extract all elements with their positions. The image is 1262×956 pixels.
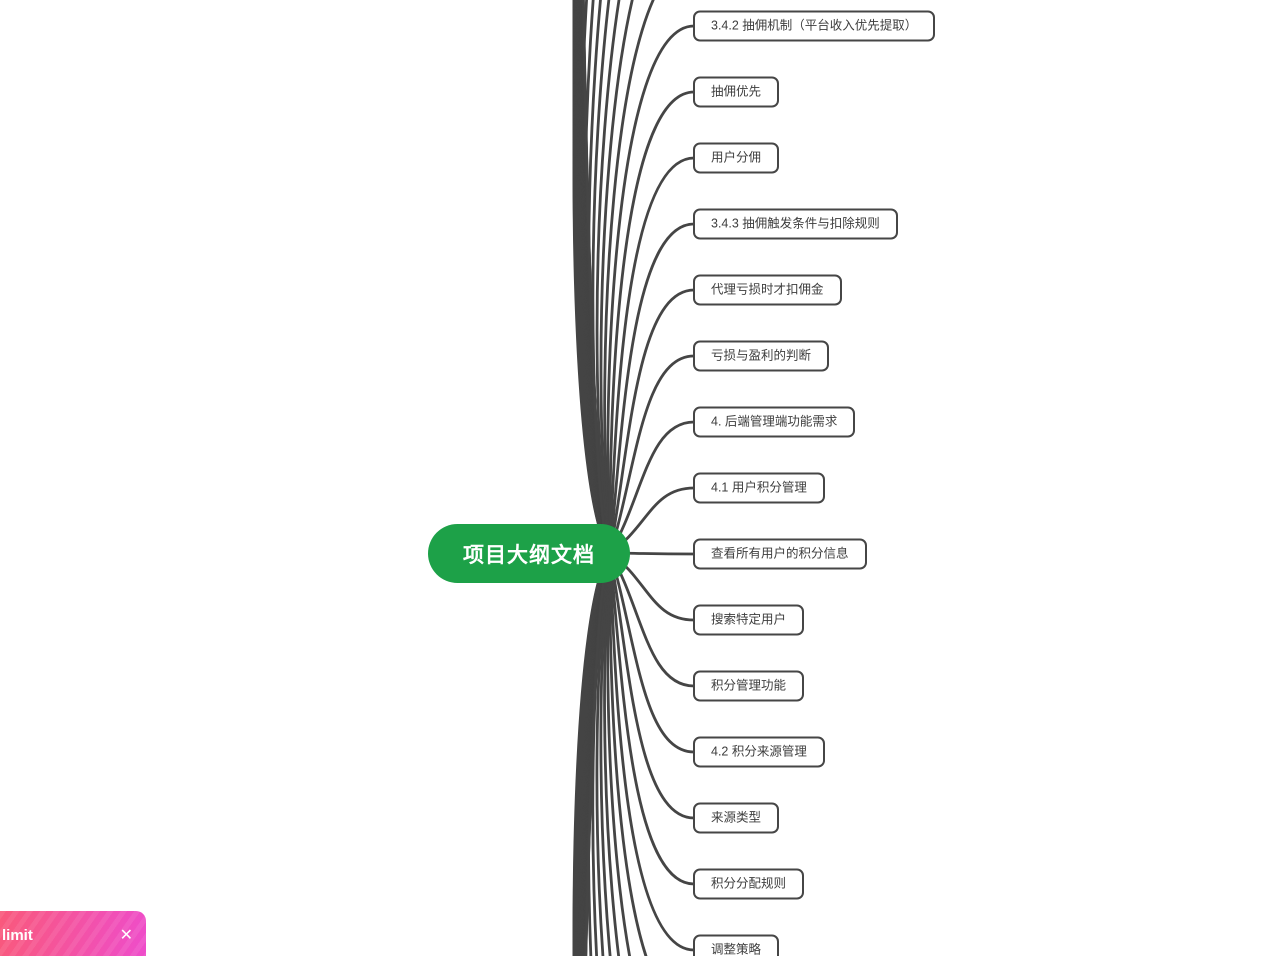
mindmap-node[interactable]: 查看所有用户的积分信息 [693, 538, 867, 570]
root-node-label: 项目大纲文档 [463, 543, 595, 567]
mindmap-node[interactable]: 抽佣优先 [693, 76, 780, 108]
node-label: 亏损与盈利的判断 [711, 348, 812, 363]
node-label: 查看所有用户的积分信息 [711, 546, 849, 561]
node-label: 搜索特定用户 [711, 612, 787, 627]
node-label: 积分分配规则 [711, 876, 787, 891]
node-label: 抽佣优先 [711, 84, 762, 99]
node-label: 积分管理功能 [711, 678, 787, 693]
node-label: 3.4.2 抽佣机制（平台收入优先提取） [711, 18, 918, 33]
mindmap-node[interactable]: 用户分佣 [693, 142, 780, 174]
node-label: 代理亏损时才扣佣金 [711, 282, 824, 297]
toast-banner: limit ✕ [0, 911, 146, 956]
node-label: 4. 后端管理端功能需求 [711, 414, 838, 429]
mindmap-node[interactable]: 积分分配规则 [693, 868, 805, 900]
node-label: 3.4.3 抽佣触发条件与扣除规则 [711, 216, 880, 231]
node-label: 调整策略 [711, 942, 762, 956]
mindmap-node[interactable]: 来源类型 [693, 802, 780, 834]
root-node[interactable]: 项目大纲文档 [428, 524, 630, 583]
mindmap-node[interactable]: 亏损与盈利的判断 [693, 340, 830, 372]
mindmap-node[interactable]: 3.4.3 抽佣触发条件与扣除规则 [693, 208, 898, 240]
node-label: 4.2 积分来源管理 [711, 744, 807, 759]
mindmap-node[interactable]: 搜索特定用户 [693, 604, 805, 636]
mindmap-node[interactable]: 积分管理功能 [693, 670, 805, 702]
mindmap-node[interactable]: 调整策略 [693, 934, 780, 956]
mindmap-node[interactable]: 4.2 积分来源管理 [693, 736, 825, 768]
close-icon[interactable]: ✕ [119, 927, 133, 944]
node-label: 来源类型 [711, 810, 762, 825]
mindmap-node[interactable]: 3.4.2 抽佣机制（平台收入优先提取） [693, 10, 936, 42]
mindmap-node[interactable]: 4. 后端管理端功能需求 [693, 406, 856, 438]
node-label: 4.1 用户积分管理 [711, 480, 807, 495]
node-label: 用户分佣 [711, 150, 762, 165]
mindmap-node[interactable]: 4.1 用户积分管理 [693, 472, 825, 504]
toast-message: limit [2, 927, 33, 944]
mindmap-node[interactable]: 代理亏损时才扣佣金 [693, 274, 842, 306]
